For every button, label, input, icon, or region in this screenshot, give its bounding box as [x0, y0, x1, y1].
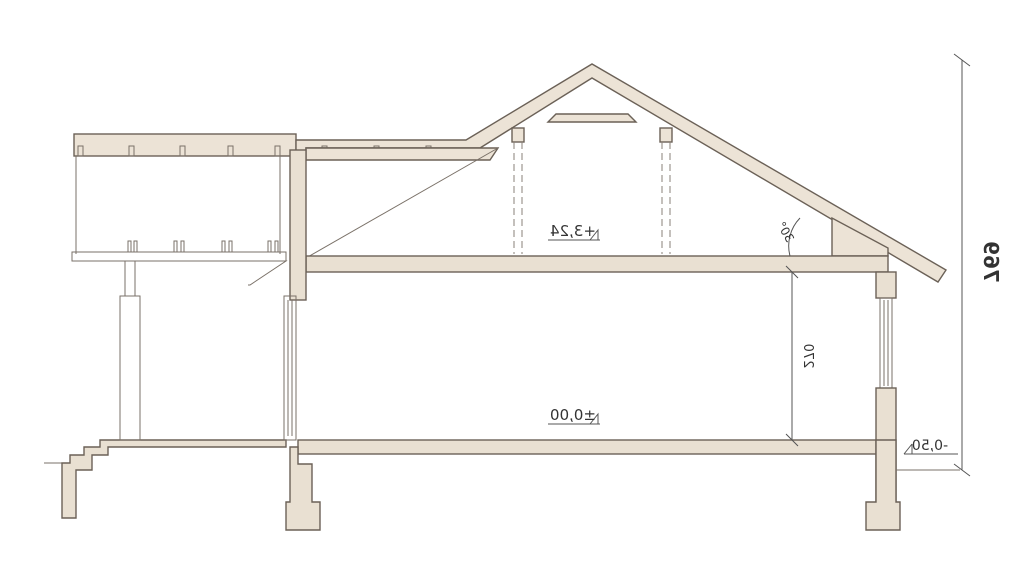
- terrace-railing-posts: [127, 240, 279, 253]
- purlin-right: [659, 127, 673, 143]
- terrain-level-marker: [903, 443, 958, 455]
- column-head: [124, 261, 136, 296]
- total-height-dim-line: [953, 53, 971, 477]
- right-wall-upper: [875, 271, 897, 299]
- right-window-glass: [883, 300, 889, 386]
- right-window: [879, 297, 893, 389]
- roof-angle-arc: [788, 217, 801, 257]
- labels: +3,24 ±0,00 -0,50 769 270 30°: [550, 219, 1003, 454]
- ground-level-label: ±0,00: [550, 406, 596, 424]
- diagonal-strut: [305, 147, 499, 259]
- roof-angle-label: 30°: [774, 219, 797, 244]
- terrace-glazing: [75, 156, 281, 254]
- terrace-beam: [71, 251, 287, 262]
- purlin-left: [511, 127, 525, 143]
- ground-level-marker: [548, 412, 600, 425]
- attic-level-label: +3,24: [550, 222, 596, 240]
- ground-floor-slab: [297, 439, 889, 455]
- dimensions: [785, 53, 971, 477]
- left-window-glass: [287, 300, 293, 436]
- section-geometry: [44, 63, 960, 531]
- terrace-rafters: [77, 145, 281, 157]
- room-height-label: 270: [800, 344, 815, 369]
- terrace-bracket: [248, 260, 288, 286]
- left-foundation: [285, 446, 321, 531]
- right-foundation: [865, 439, 901, 531]
- post-left-dashed: [513, 142, 523, 254]
- room-height-dim-line: [785, 265, 799, 447]
- total-height-label: 769: [979, 241, 1003, 283]
- left-window: [283, 295, 297, 441]
- terrain-level-label: -0,50: [912, 438, 948, 454]
- level-markers: [548, 228, 958, 455]
- left-wall-upper: [289, 149, 307, 301]
- post-right-dashed: [661, 142, 671, 254]
- upper-floor-slab: [305, 255, 889, 273]
- terrace-column: [119, 295, 141, 441]
- collar-tie: [546, 113, 638, 123]
- low-ceiling: [305, 147, 500, 161]
- terrace-steps: [61, 439, 287, 519]
- attic-level-marker: [548, 228, 600, 241]
